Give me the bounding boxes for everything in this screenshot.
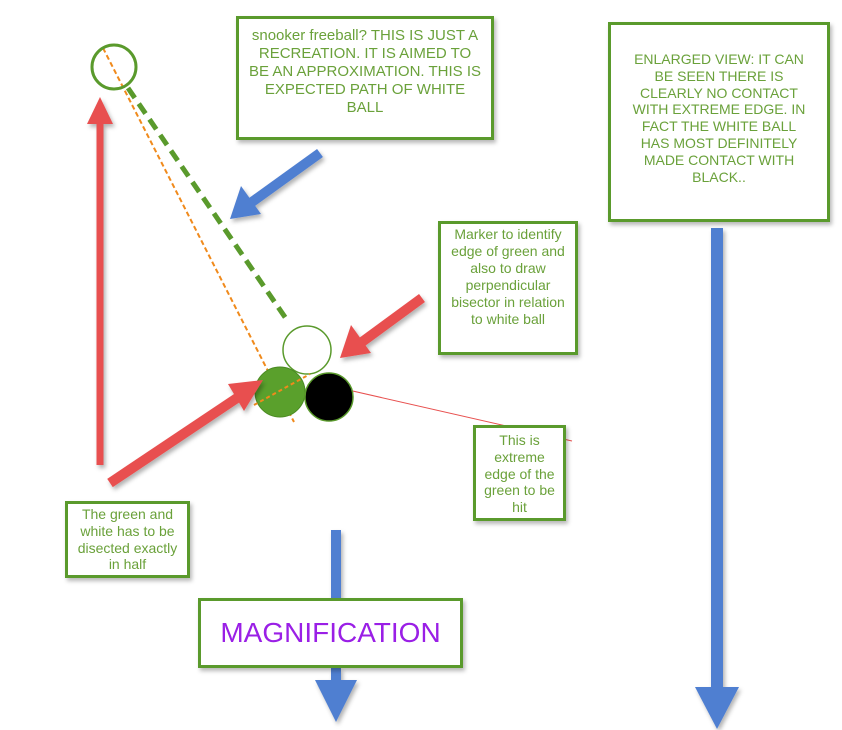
blue-arrow-enlarged: [695, 228, 739, 729]
note-enlarged-view: ENLARGED VIEW: IT CAN BE SEEN THERE IS C…: [608, 22, 830, 222]
white-ball-contact: [282, 325, 332, 375]
cue-ball-origin: [90, 43, 138, 91]
note-freeball-path: snooker freeball? THIS IS JUST A RECREAT…: [236, 16, 494, 140]
green-ball: [254, 366, 306, 418]
note-extreme-edge: This is extreme edge of the green to be …: [473, 425, 566, 521]
note-bisect: The green and white has to be disected e…: [65, 501, 190, 578]
blue-arrow-to-path: [230, 148, 323, 219]
green-ball-cross-line: [253, 373, 311, 406]
blue-arrow-magnification: [315, 530, 357, 722]
red-vertical-arrow: [87, 97, 113, 465]
expected-path-line: [125, 86, 292, 325]
orange-center-line: [102, 47, 295, 423]
note-marker: Marker to identify edge of green and als…: [438, 221, 578, 355]
black-ball: [304, 372, 354, 422]
magnification-label: MAGNIFICATION: [198, 598, 463, 668]
red-arrow-to-green-ball: [107, 380, 263, 488]
red-arrow-to-marker: [340, 293, 425, 358]
